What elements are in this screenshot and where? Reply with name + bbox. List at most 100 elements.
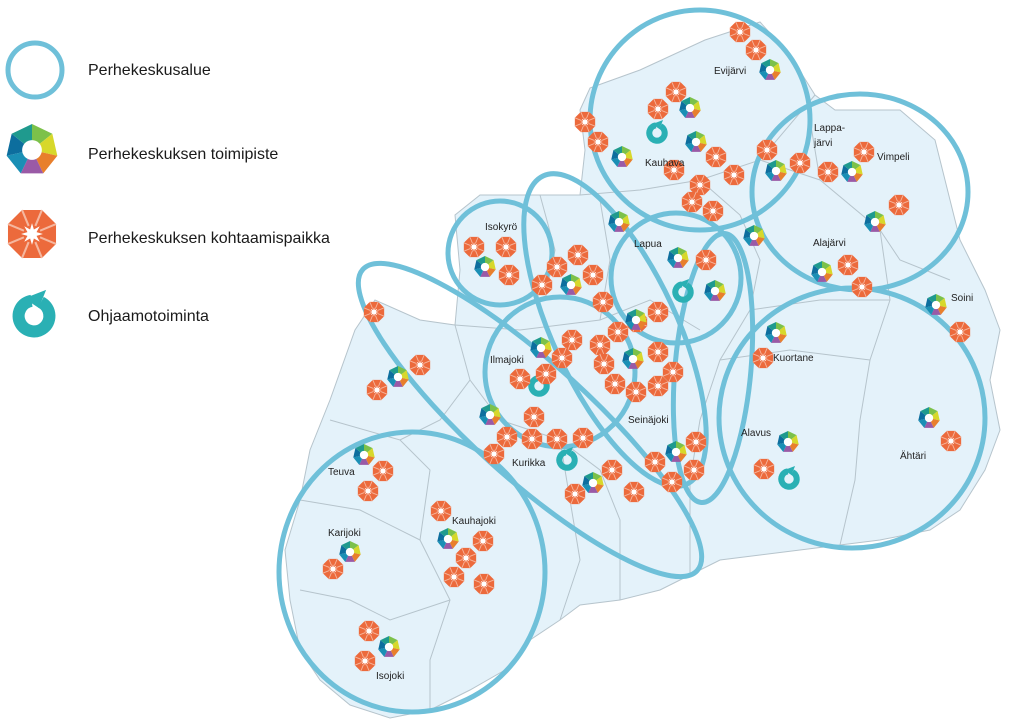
town-label-kurikka: Kurikka [512, 458, 546, 469]
office-heptagon-icon [378, 636, 400, 657]
meeting-place-icon [366, 379, 388, 401]
town-label-isokyro: Isokyrö [485, 222, 518, 233]
meeting-place-icon [473, 573, 495, 595]
meeting-place-markers [322, 21, 971, 672]
office-heptagon-icon [765, 160, 787, 181]
office-heptagon-icon [6, 124, 58, 174]
town-label-seinajoki: Seinäjoki [628, 415, 669, 426]
legend-label-meeting: Perhekeskuksen kohtaamispaikka [88, 230, 330, 247]
meeting-place-icon [564, 483, 586, 505]
meeting-place-icon [940, 430, 962, 452]
meeting-place-icon [546, 428, 568, 450]
meeting-place-icon [523, 406, 545, 428]
meeting-place-icon [495, 236, 517, 258]
town-labels: Evijärvi Kauhava Lappa- järvi Vimpeli Is… [328, 66, 973, 682]
meeting-place-icon [496, 426, 518, 448]
meeting-place-icon [463, 236, 485, 258]
meeting-place-icon [702, 200, 724, 222]
meeting-place-icon [604, 373, 626, 395]
meeting-place-icon [681, 191, 703, 213]
office-heptagon-icon [622, 348, 644, 369]
meeting-place-icon [661, 471, 683, 493]
meeting-place-icon [430, 500, 452, 522]
meeting-place-icon [607, 321, 629, 343]
town-label-kauhava: Kauhava [645, 158, 685, 169]
legend-label-ohjaamo: Ohjaamotoiminta [88, 308, 209, 325]
legend: Perhekeskusalue Perhekeskuksen toimipist… [0, 0, 330, 360]
office-heptagon-icon [611, 146, 633, 167]
meeting-place-icon [498, 264, 520, 286]
town-label-lappajarvi-2: järvi [813, 138, 832, 149]
meeting-place-icon [455, 547, 477, 569]
office-heptagon-icon [864, 211, 886, 232]
meeting-place-icon [756, 139, 778, 161]
legend-label-area: Perhekeskusalue [88, 62, 211, 79]
legend-item-office: Perhekeskuksen toimipiste [0, 122, 330, 186]
ohjaamo-markers [528, 119, 800, 490]
meeting-place-icon [647, 301, 669, 323]
meeting-place-icon [695, 249, 717, 271]
legend-label-office: Perhekeskuksen toimipiste [88, 146, 279, 163]
office-heptagon-icon [387, 366, 409, 387]
ohjaamo-icon [646, 119, 668, 144]
town-label-soini: Soini [951, 293, 973, 304]
meeting-place-icon [7, 209, 57, 259]
meeting-place-icon [689, 174, 711, 196]
meeting-place-icon [589, 334, 611, 356]
meeting-place-icon [837, 254, 859, 276]
office-heptagon-icon [560, 274, 582, 295]
family-center-area-3 [445, 198, 555, 308]
office-heptagon-icon [679, 97, 701, 118]
meeting-place-icon [647, 375, 669, 397]
meeting-place-icon [409, 354, 431, 376]
meeting-place-icon [647, 341, 669, 363]
meeting-place-icon [644, 451, 666, 473]
office-heptagon-icon [437, 528, 459, 549]
meeting-place-icon [745, 39, 767, 61]
meeting-place-icon [443, 566, 465, 588]
meeting-place-icon [663, 159, 685, 181]
office-heptagon-icon [353, 444, 375, 465]
meeting-place-icon [483, 443, 505, 465]
town-label-evijarvi: Evijärvi [714, 66, 746, 77]
meeting-place-icon [521, 428, 543, 450]
meeting-place-icon [561, 329, 583, 351]
town-label-alajarvi: Alajärvi [813, 238, 846, 249]
meeting-place-icon [753, 458, 775, 480]
ohjaamo-icon [556, 446, 578, 471]
meeting-place-icon [582, 264, 604, 286]
ohjaamo-icon [778, 465, 800, 490]
meeting-place-icon [662, 361, 684, 383]
office-heptagon-icon [530, 337, 552, 358]
office-heptagon-icon [6, 124, 58, 174]
town-label-kauhajoki: Kauhajoki [452, 516, 496, 527]
legend-item-meeting: Perhekeskuksen kohtaamispaikka [0, 206, 330, 270]
town-label-vimpeli: Vimpeli [877, 152, 910, 163]
office-heptagon-icon [918, 407, 940, 428]
ohjaamo-icon [12, 289, 56, 338]
meeting-place-icon [601, 459, 623, 481]
ohjaamo-icon [12, 289, 56, 338]
meeting-place-icon [587, 131, 609, 153]
office-heptagon-icon [339, 541, 361, 562]
office-heptagon-icon [608, 211, 630, 232]
meeting-place-icon [723, 164, 745, 186]
office-heptagon-icon [765, 322, 787, 343]
ohjaamo-icon [672, 278, 694, 303]
town-label-lapua: Lapua [634, 239, 662, 250]
town-label-alavus: Alavus [741, 428, 771, 439]
office-heptagon-icon [665, 441, 687, 462]
office-heptagon-icon [777, 431, 799, 452]
office-heptagon-icon [743, 225, 765, 246]
town-label-ahtari: Ähtäri [900, 450, 926, 462]
family-center-area-7 [276, 429, 548, 715]
meeting-place-icon [625, 381, 647, 403]
meeting-place-icon [354, 650, 376, 672]
meeting-place-icon [647, 98, 669, 120]
meeting-place-icon [546, 256, 568, 278]
meeting-place-icon [322, 558, 344, 580]
meeting-place-icon [705, 146, 727, 168]
meeting-place-icon [509, 368, 531, 390]
office-heptagon-icon [667, 247, 689, 268]
